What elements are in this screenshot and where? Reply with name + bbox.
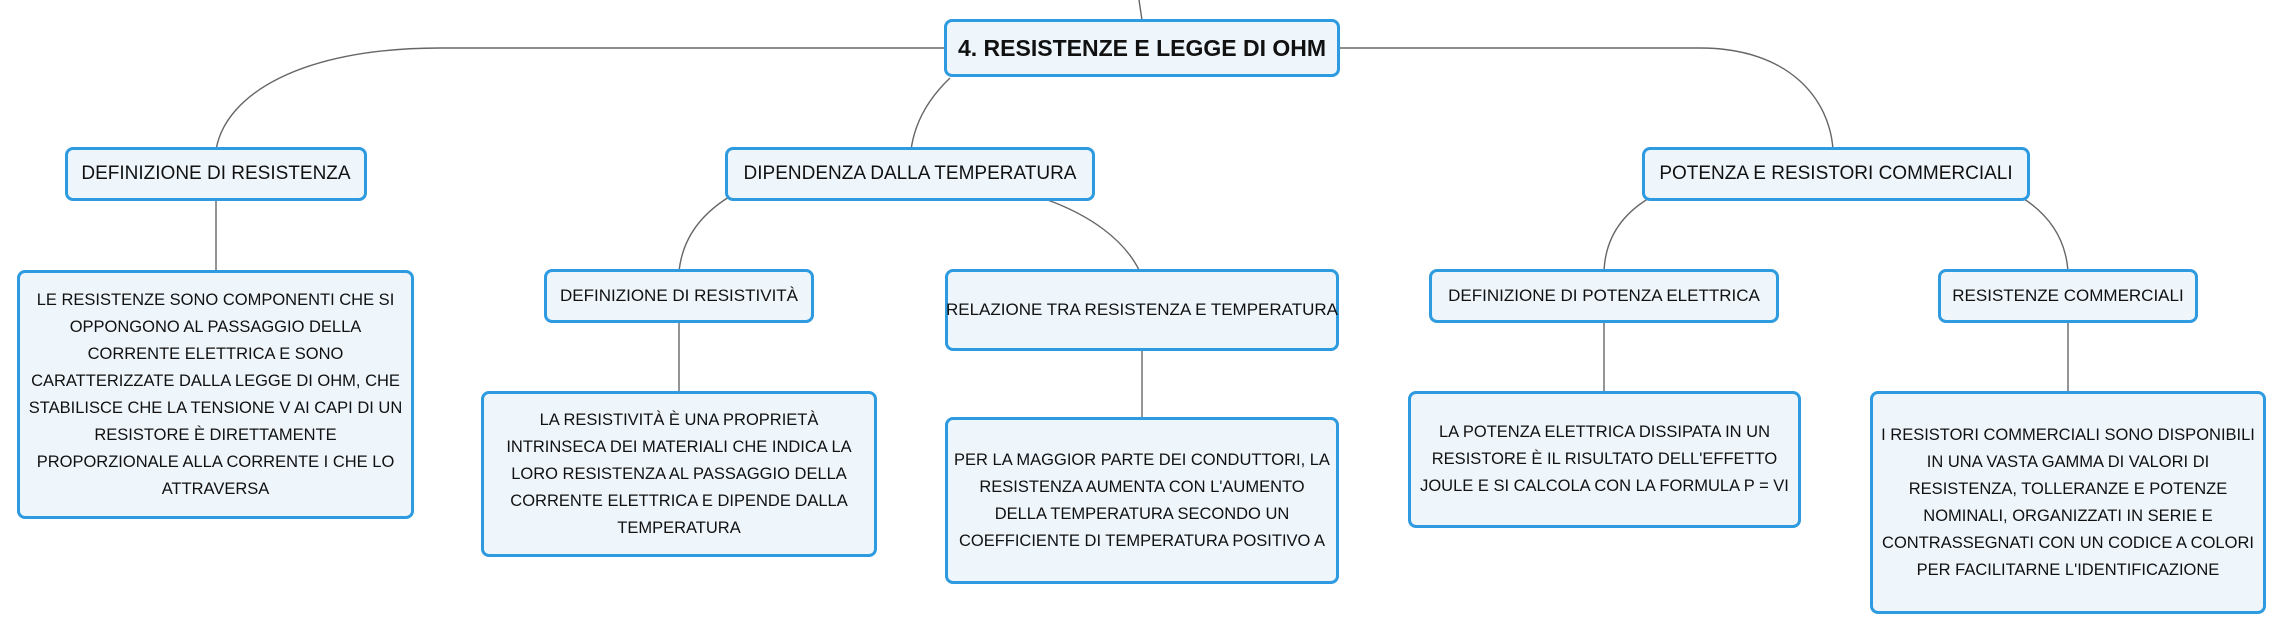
topic-label: POTENZA E RESISTORI COMMERCIALI — [1659, 163, 2013, 184]
detail-text: LE RESISTENZE SONO COMPONENTI CHE SI OPP… — [28, 290, 403, 498]
subtopic-definizione-resistivita[interactable]: DEFINIZIONE DI RESISTIVITÀ — [544, 269, 814, 323]
topic-label: DEFINIZIONE DI RESISTENZA — [81, 163, 351, 184]
detail-text: I RESISTORI COMMERCIALI SONO DISPONIBILI… — [1881, 425, 2255, 579]
connector-root-dipendenza-temperatura — [910, 77, 951, 151]
root-topic-label: 4. RESISTENZE E LEGGE DI OHM — [957, 34, 1327, 61]
subtopic-label: RELAZIONE TRA RESISTENZA E TEMPERATURA — [945, 300, 1339, 319]
topic-definizione-resistenza[interactable]: DEFINIZIONE DI RESISTENZA — [65, 147, 367, 201]
connector-dipendenza-relazione — [1044, 198, 1141, 273]
detail-relazione-resistenza-temperatura[interactable]: PER LA MAGGIOR PARTE DEI CONDUTTORI, LA … — [945, 417, 1339, 584]
subtopic-label: RESISTENZE COMMERCIALI — [1952, 286, 2184, 305]
topic-potenza-resistori-commerciali[interactable]: POTENZA E RESISTORI COMMERCIALI — [1642, 147, 2030, 201]
detail-resistenze-commerciali[interactable]: I RESISTORI COMMERCIALI SONO DISPONIBILI… — [1870, 391, 2266, 614]
connector-root-top — [1138, 0, 1143, 21]
topic-dipendenza-temperatura[interactable]: DIPENDENZA DALLA TEMPERATURA — [725, 147, 1095, 201]
connector-root-potenza-resistori — [1338, 47, 1834, 151]
subtopic-label: DEFINIZIONE DI RESISTIVITÀ — [559, 286, 799, 305]
connector-potenza-commerciali — [2020, 196, 2069, 273]
root-topic[interactable]: 4. RESISTENZE E LEGGE DI OHM — [944, 19, 1340, 77]
connector-potenza-definizione — [1603, 196, 1652, 273]
subtopic-resistenze-commerciali[interactable]: RESISTENZE COMMERCIALI — [1938, 269, 2198, 323]
connector-dipendenza-resistivita — [678, 196, 730, 273]
subtopic-relazione-resistenza-temperatura[interactable]: RELAZIONE TRA RESISTENZA E TEMPERATURA — [945, 269, 1339, 351]
topic-label: DIPENDENZA DALLA TEMPERATURA — [743, 163, 1077, 184]
detail-text: LA RESISTIVITÀ È UNA PROPRIETÀ INTRINSEC… — [506, 410, 852, 537]
subtopic-label: DEFINIZIONE DI POTENZA ELETTRICA — [1448, 286, 1760, 305]
detail-definizione-resistivita[interactable]: LA RESISTIVITÀ È UNA PROPRIETÀ INTRINSEC… — [481, 391, 877, 557]
detail-definizione-resistenza[interactable]: LE RESISTENZE SONO COMPONENTI CHE SI OPP… — [17, 270, 414, 519]
connector-root-definizione-resistenza — [215, 47, 946, 151]
detail-text: LA POTENZA ELETTRICA DISSIPATA IN UN RES… — [1420, 423, 1789, 495]
detail-definizione-potenza-elettrica[interactable]: LA POTENZA ELETTRICA DISSIPATA IN UN RES… — [1408, 391, 1801, 528]
subtopic-definizione-potenza-elettrica[interactable]: DEFINIZIONE DI POTENZA ELETTRICA — [1429, 269, 1779, 323]
detail-text: PER LA MAGGIOR PARTE DEI CONDUTTORI, LA … — [954, 450, 1330, 550]
